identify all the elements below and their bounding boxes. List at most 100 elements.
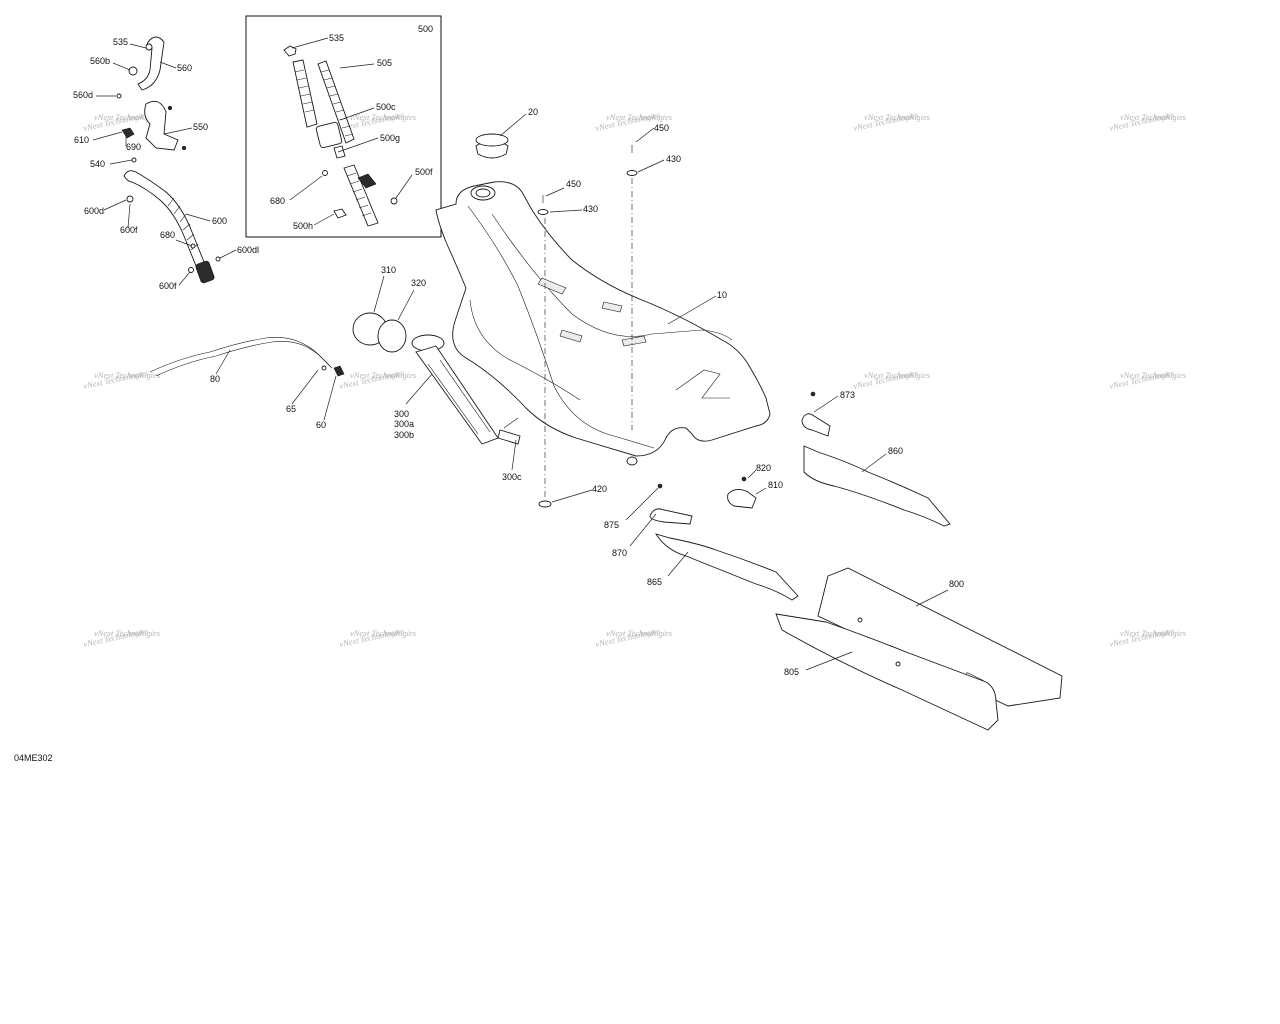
leader-line bbox=[395, 174, 413, 199]
leader-line bbox=[667, 295, 717, 325]
watermark-text: vNext Technologies bbox=[606, 112, 673, 122]
leader-line bbox=[511, 439, 517, 471]
watermark-text: vNext Technologies bbox=[94, 112, 161, 122]
leader-line bbox=[109, 159, 133, 165]
leader-line bbox=[175, 239, 193, 247]
part-label-420: 420 bbox=[592, 484, 607, 494]
leader-line bbox=[915, 589, 949, 607]
leader-line bbox=[373, 275, 385, 313]
part-label-680: 680 bbox=[160, 230, 175, 240]
leader-line bbox=[545, 187, 565, 197]
leader-line bbox=[625, 487, 659, 521]
part-label-60: 60 bbox=[316, 420, 326, 430]
part-label-690: 690 bbox=[126, 142, 141, 152]
inset-fuel-filter-assembly: 500 bbox=[245, 15, 442, 238]
watermark-text: vNext Technologies bbox=[94, 370, 161, 380]
watermark-text: vNext Technologies bbox=[350, 370, 417, 380]
part-label-810: 810 bbox=[768, 480, 783, 490]
part-label-500c: 500c bbox=[376, 102, 396, 112]
leader-line bbox=[323, 375, 337, 421]
leader-line bbox=[861, 453, 887, 473]
part-label-800: 800 bbox=[949, 579, 964, 589]
part-865-strap bbox=[654, 533, 799, 601]
part-870-clamp bbox=[649, 483, 693, 525]
leader-line bbox=[637, 159, 665, 173]
leader-line bbox=[805, 651, 853, 671]
part-600f-clamp-b bbox=[188, 267, 194, 273]
part-500-hose-filter bbox=[292, 59, 379, 227]
part-label-430: 430 bbox=[583, 204, 598, 214]
diagram-code: 04ME302 bbox=[14, 753, 53, 763]
leader-line bbox=[755, 487, 767, 495]
part-label-80: 80 bbox=[210, 374, 220, 384]
part-680-screw-b bbox=[190, 243, 196, 249]
leader-line bbox=[747, 469, 757, 479]
watermark-text: vNext Technologies bbox=[864, 112, 931, 122]
part-535-clamp bbox=[283, 45, 297, 57]
part-600-filler-hose bbox=[123, 170, 205, 267]
leader-line bbox=[92, 131, 123, 141]
leader-line bbox=[339, 63, 375, 69]
leader-line bbox=[405, 373, 433, 405]
leader-line bbox=[163, 127, 193, 135]
leader-line bbox=[549, 209, 583, 213]
part-label-300: 300 bbox=[394, 409, 409, 419]
part-label-820: 820 bbox=[756, 463, 771, 473]
part-label-873: 873 bbox=[840, 390, 855, 400]
part-label-560: 560 bbox=[177, 63, 192, 73]
part-label-300c: 300c bbox=[502, 472, 522, 482]
part-label-560b: 560b bbox=[90, 56, 110, 66]
leader-line bbox=[219, 249, 237, 259]
leader-line bbox=[313, 213, 335, 226]
leader-line bbox=[813, 395, 839, 413]
part-300-fuel-pump bbox=[411, 334, 521, 445]
inset-title: 500 bbox=[418, 24, 433, 34]
leader-lines bbox=[92, 37, 949, 671]
part-label-870: 870 bbox=[612, 548, 627, 558]
part-500f-clip bbox=[390, 197, 398, 205]
tank-fasteners bbox=[537, 145, 638, 508]
leader-line bbox=[103, 199, 127, 211]
watermark-text: vNext Technologies bbox=[350, 112, 417, 122]
leader-line bbox=[291, 37, 329, 49]
leader-line bbox=[127, 203, 131, 229]
part-label-540: 540 bbox=[90, 159, 105, 169]
leader-line bbox=[339, 107, 375, 121]
part-label-65: 65 bbox=[286, 404, 296, 414]
filler-hose-group bbox=[116, 36, 221, 284]
part-label-600f: 600f bbox=[120, 225, 138, 235]
part-80-fuel-line bbox=[149, 337, 345, 377]
part-10-fuel-tank bbox=[435, 181, 771, 457]
part-label-10: 10 bbox=[717, 290, 727, 300]
part-600f-clamp bbox=[126, 195, 134, 203]
screw-icon bbox=[181, 145, 187, 151]
part-805-plate bbox=[775, 613, 999, 731]
part-label-500g: 500g bbox=[380, 133, 400, 143]
screw-icon bbox=[167, 105, 173, 111]
part-505-sleeve bbox=[317, 60, 355, 144]
part-label-450: 450 bbox=[654, 123, 669, 133]
leader-line bbox=[129, 43, 147, 49]
part-label-320: 320 bbox=[411, 278, 426, 288]
watermark-text: vNext Technologies bbox=[94, 628, 161, 638]
watermark-text: vNext Technologies bbox=[864, 370, 931, 380]
part-label-600f: 600f bbox=[159, 281, 177, 291]
part-label-865: 865 bbox=[647, 577, 662, 587]
leader-line bbox=[667, 551, 689, 577]
part-600dl-screw bbox=[215, 256, 221, 262]
part-600-hose-end bbox=[195, 260, 215, 284]
part-label-875: 875 bbox=[604, 520, 619, 530]
leader-line bbox=[337, 137, 379, 153]
leader-line bbox=[112, 62, 131, 71]
leader-line bbox=[551, 489, 593, 503]
part-label-20: 20 bbox=[528, 107, 538, 117]
part-label-680: 680 bbox=[270, 196, 285, 206]
part-560b-clamp bbox=[128, 66, 138, 76]
leader-line bbox=[159, 61, 177, 69]
leader-line bbox=[185, 213, 211, 222]
inset-frame bbox=[245, 15, 442, 238]
part-label-310: 310 bbox=[381, 265, 396, 275]
part-label-550: 550 bbox=[193, 122, 208, 132]
